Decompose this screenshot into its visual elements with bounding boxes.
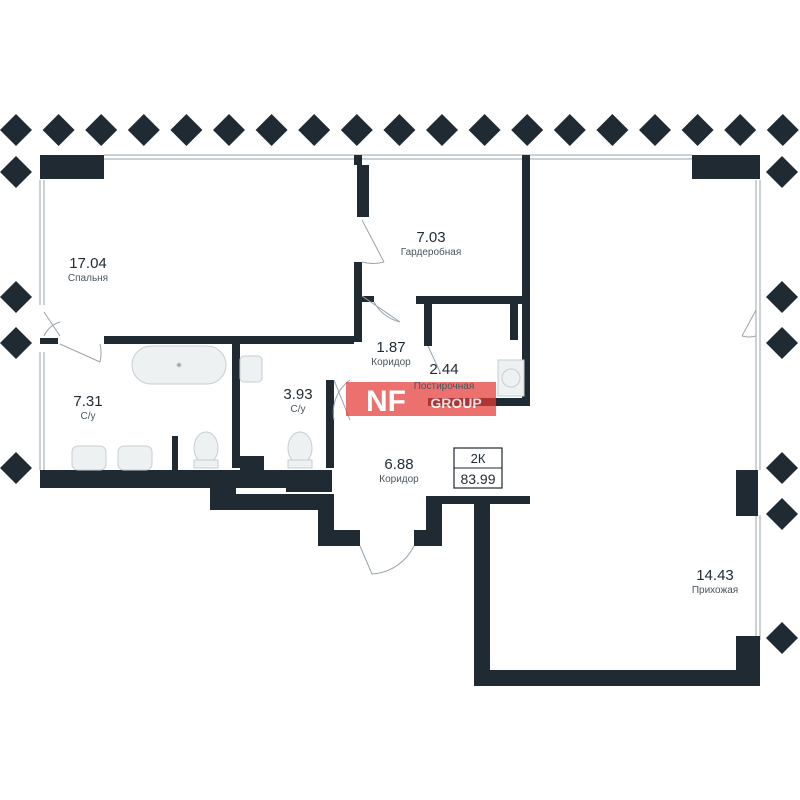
diamond-icon <box>766 281 798 313</box>
room-name-wardrobe: Гардеробная <box>401 246 462 258</box>
room-count: 2К <box>471 451 486 466</box>
diamond-icon <box>766 452 798 484</box>
diamond-icon <box>639 114 671 146</box>
diamond-icon <box>42 114 75 146</box>
diamond-icon <box>255 114 288 146</box>
room-name-corridor2: Коридор <box>379 474 419 485</box>
room-name-hall: Прихожая <box>692 585 738 596</box>
diamond-icon <box>766 156 798 188</box>
sink-icon <box>117 445 153 471</box>
sink-icon <box>239 355 263 383</box>
diamond-icon <box>766 622 798 654</box>
diamond-icon <box>170 114 203 146</box>
total-area: 83.99 <box>460 471 495 487</box>
room-labels: 17.04 Спальня 7.03 Гардеробная 1.87 Кори… <box>68 229 738 596</box>
windows <box>39 154 761 640</box>
diamond-icon <box>0 156 32 188</box>
diamond-icon <box>340 114 373 146</box>
brand-watermark: NF GROUP <box>346 382 496 418</box>
diamond-icon <box>724 114 757 146</box>
diamond-icon <box>681 114 714 146</box>
diamond-icon <box>511 114 544 146</box>
room-area-wardrobe: 7.03 <box>416 229 445 246</box>
room-area-laundry: 2.44 <box>429 361 458 378</box>
diamond-icon <box>553 114 586 146</box>
room-area-corridor1: 1.87 <box>376 339 405 356</box>
room-area-corridor2: 6.88 <box>384 456 413 473</box>
diamond-border-decoration <box>0 114 799 654</box>
toilet-icon <box>287 431 313 465</box>
diamond-icon <box>213 114 245 146</box>
diamond-icon <box>468 114 501 146</box>
toilet-icon <box>193 431 219 465</box>
room-name-bath2: С/у <box>291 404 306 415</box>
diamond-icon <box>298 114 331 146</box>
sink-icon <box>71 445 107 471</box>
diamond-icon <box>383 114 416 146</box>
room-area-hall: 14.43 <box>696 567 734 584</box>
room-area-bath2: 3.93 <box>283 386 312 403</box>
diamond-icon <box>766 327 798 359</box>
watermark-brand: NF <box>366 385 406 418</box>
diamond-icon <box>766 114 799 146</box>
watermark-sub: GROUP <box>430 395 481 411</box>
room-name-bath1: С/у <box>81 411 96 422</box>
room-area-bath1: 7.31 <box>73 393 102 410</box>
diamond-icon <box>426 114 458 146</box>
door-swings <box>43 219 757 575</box>
diamond-icon <box>0 327 32 359</box>
room-name-laundry: Постирочная <box>414 381 475 392</box>
walls <box>40 155 760 686</box>
diamond-icon <box>0 281 32 313</box>
fixtures <box>71 345 525 471</box>
diamond-icon <box>0 452 32 484</box>
room-area-bedroom: 17.04 <box>69 255 107 272</box>
diamond-icon <box>766 498 798 530</box>
room-name-corridor1: Коридор <box>371 357 411 368</box>
diamond-icon <box>85 114 118 146</box>
diamond-icon <box>127 114 160 146</box>
diamond-icon <box>596 114 629 146</box>
diamond-icon <box>0 114 32 146</box>
apartment-summary-badge: 2К 83.99 <box>453 447 503 489</box>
room-name-bedroom: Спальня <box>68 273 108 284</box>
